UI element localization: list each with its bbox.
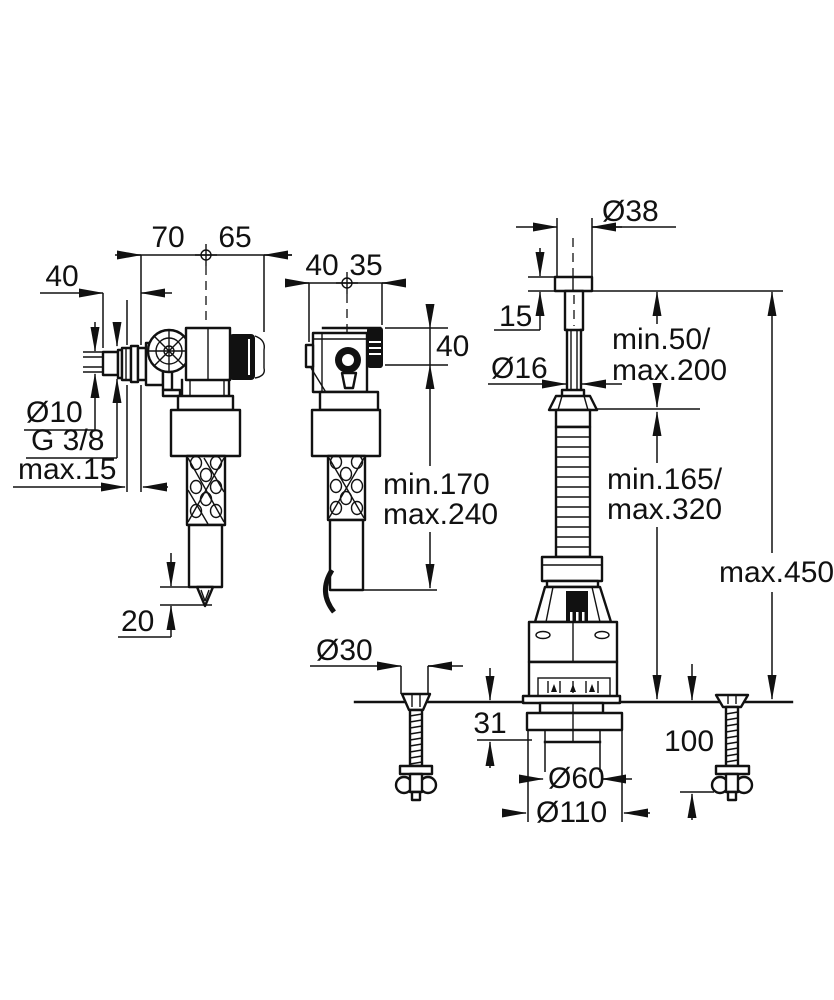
dim-label-70: 70 — [151, 221, 184, 254]
dim-label-dia110: Ø110 — [536, 796, 607, 829]
dim-label-15: 15 — [499, 300, 532, 333]
dim-label-40-left: 40 — [45, 260, 78, 293]
dim-label-dia30: Ø30 — [316, 634, 373, 667]
left-view-filling-valve-side: 70 65 40 Ø10 G 3/8 max.15 — [13, 221, 292, 638]
dim-label-h40: 40 — [436, 330, 469, 363]
dim-label-dia60: Ø60 — [548, 762, 605, 795]
fixing-bolt-left — [394, 692, 438, 802]
dim-label-dia10: Ø10 — [26, 396, 83, 429]
telescopic-tube-ribs — [556, 436, 590, 548]
dim-label-max450: max.450 — [719, 556, 834, 589]
fixing-bolt-right — [710, 693, 754, 802]
braided-hose-left — [185, 454, 227, 527]
dim-label-max200: max.200 — [612, 354, 727, 387]
braided-hose-middle — [326, 454, 367, 522]
dim-label-g38: G 3/8 — [31, 424, 104, 457]
dim-label-40-mid: 40 — [305, 249, 338, 282]
right-view-flush-valve: Ø38 15 Ø16 — [310, 195, 834, 829]
dim-label-dia38: Ø38 — [602, 195, 659, 228]
dim-label-dia16: Ø16 — [491, 352, 548, 385]
dim-label-65: 65 — [218, 221, 251, 254]
dim-label-31: 31 — [473, 707, 506, 740]
overflow-grate-ticks — [547, 681, 599, 693]
dim-label-max240: max.240 — [383, 498, 498, 531]
dim-label-min170: min.170 — [383, 468, 490, 501]
dim-label-100: 100 — [664, 725, 714, 758]
dim-label-min50: min.50/ — [612, 323, 711, 356]
dim-label-max320: max.320 — [607, 493, 722, 526]
dim-label-20: 20 — [121, 605, 154, 638]
dim-label-max15: max.15 — [18, 453, 116, 486]
dim-label-min165: min.165/ — [607, 463, 723, 496]
dim-label-35: 35 — [349, 249, 382, 282]
middle-view-filling-valve-front: 40 35 — [285, 249, 498, 614]
